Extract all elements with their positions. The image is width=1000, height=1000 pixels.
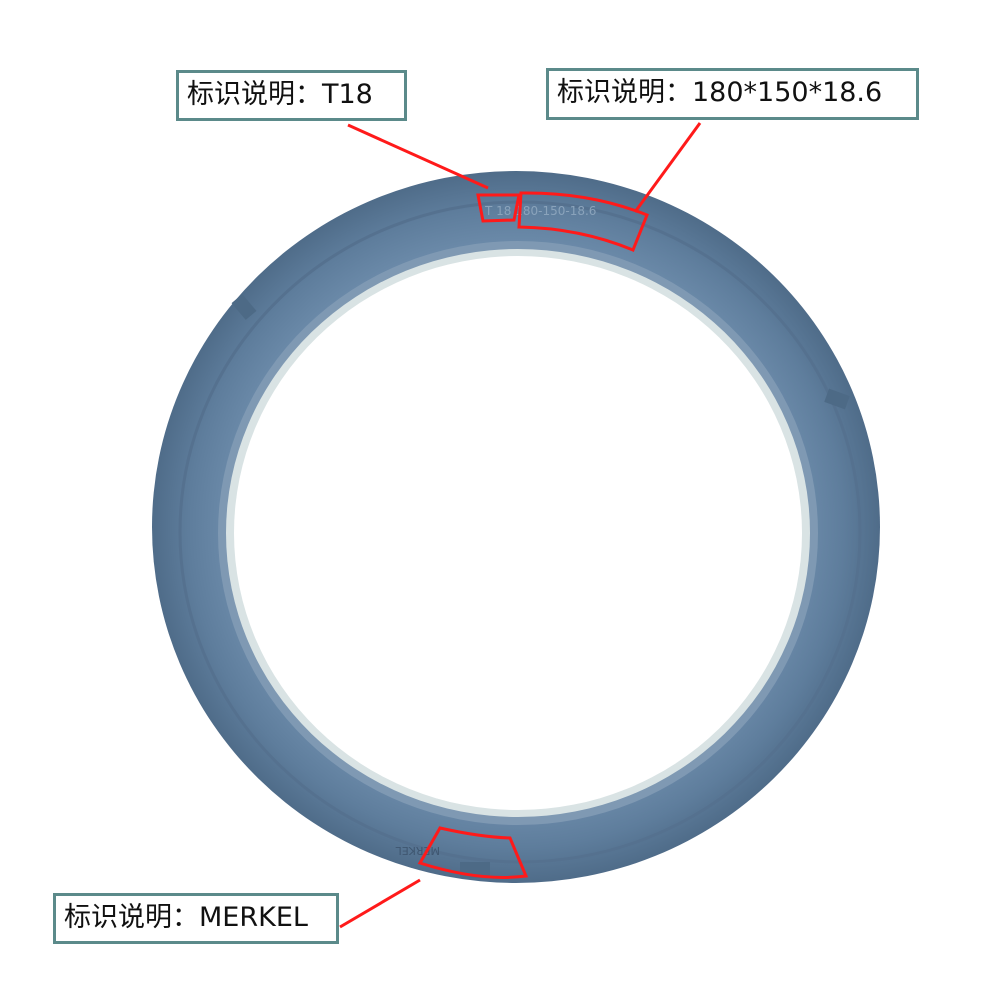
label-value: T18 (322, 79, 373, 110)
label-merkel: 标识说明：MERKEL (53, 893, 339, 944)
label-size: 标识说明：180*150*18.6 (546, 68, 919, 120)
highlight-merkel (417, 826, 529, 879)
label-t18: 标识说明：T18 (176, 70, 407, 121)
label-value: MERKEL (199, 902, 308, 933)
label-prefix: 标识说明： (557, 77, 692, 108)
seal-ring: T 18 180-150-18.6 MERKEL (152, 171, 880, 883)
highlight-t18 (476, 193, 521, 223)
leader-line-size (633, 122, 702, 213)
annotations (339, 122, 702, 929)
label-prefix: 标识说明： (187, 79, 322, 110)
label-prefix: 标识说明： (64, 902, 199, 933)
leader-line-merkel (339, 878, 421, 929)
ring-marking-top: T 18 180-150-18.6 (484, 204, 596, 218)
ring-marking-bottom: MERKEL (395, 844, 440, 857)
highlight-size (517, 191, 649, 252)
label-value: 180*150*18.6 (692, 77, 883, 108)
leader-line-t18 (347, 123, 489, 190)
